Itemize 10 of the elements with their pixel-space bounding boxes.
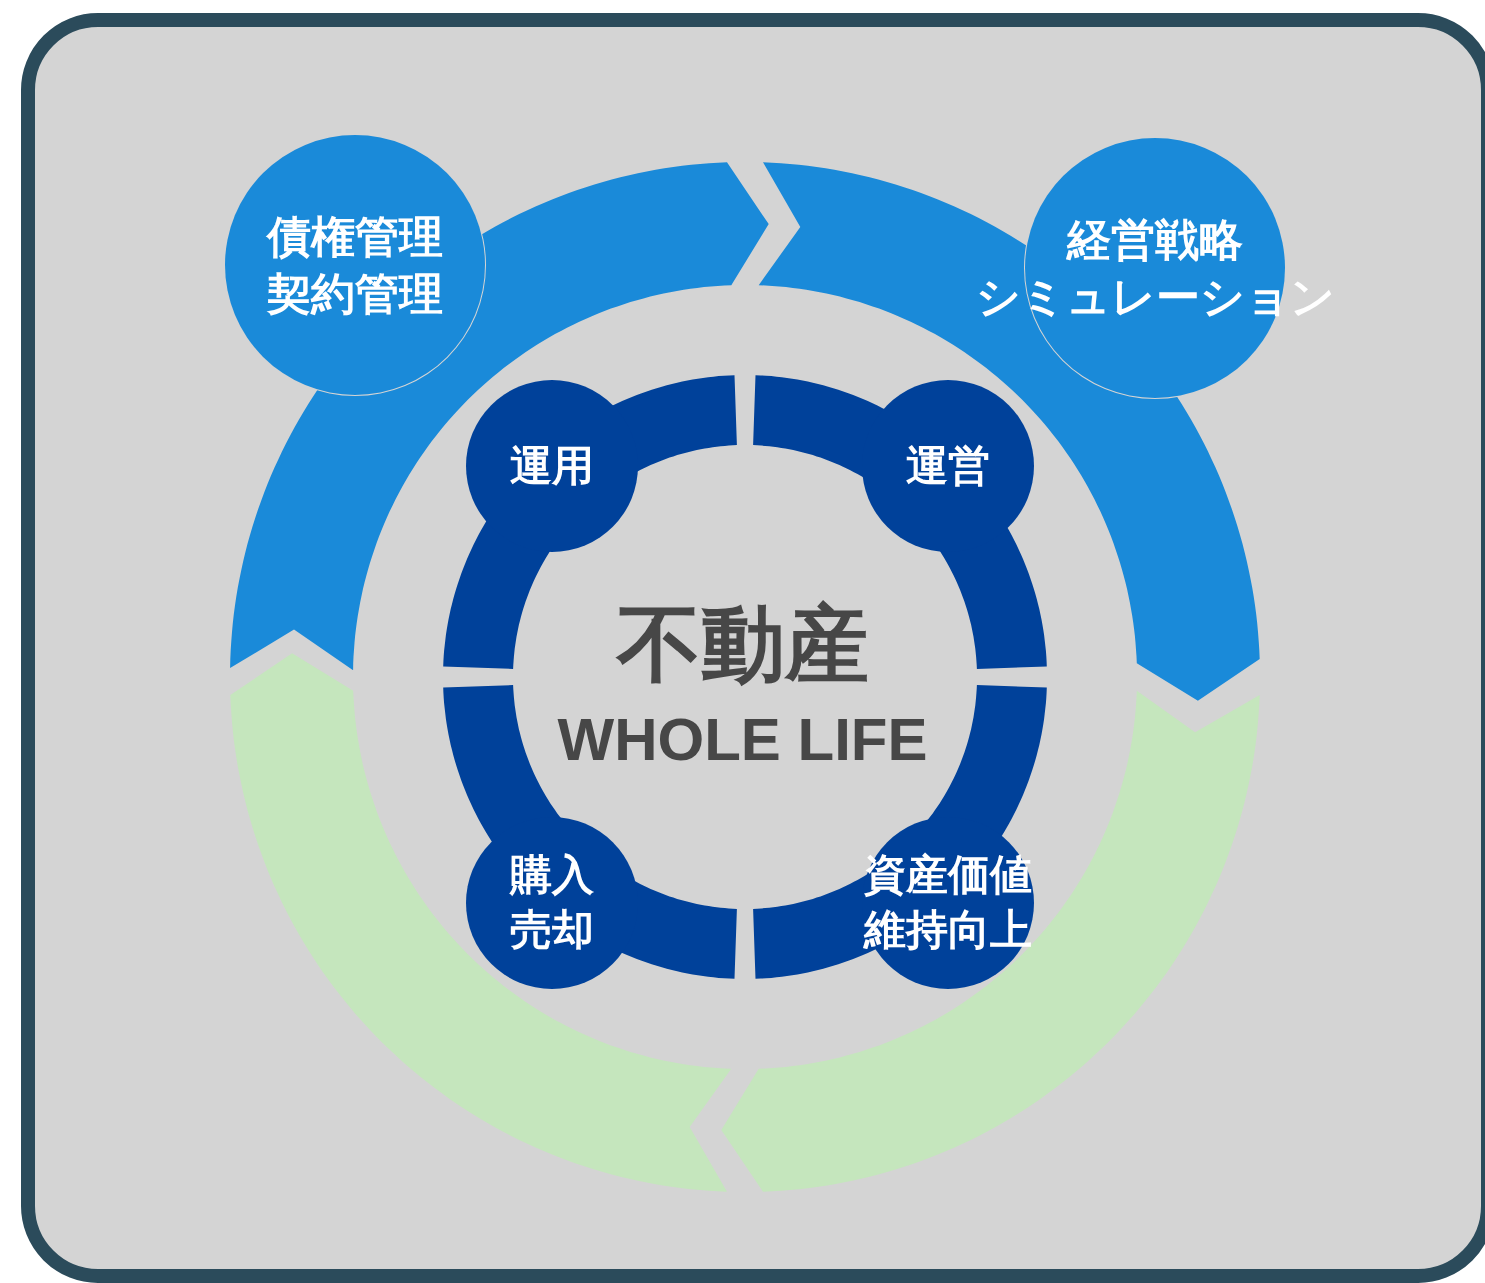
- topic-label: 経営戦略: [1067, 212, 1243, 267]
- topic-label: 売却: [510, 904, 594, 956]
- center-subtitle: WHOLE LIFE: [557, 705, 928, 774]
- topic-label: 購入: [510, 849, 594, 902]
- center-title: 不動産: [616, 596, 869, 693]
- topic-label: 債権管理: [267, 209, 443, 264]
- topic-label: 契約管理: [267, 267, 443, 321]
- topic-label: 運営: [906, 439, 990, 492]
- topic-label: 資産価値維持向上: [863, 849, 1033, 956]
- topic-label: 運用: [510, 439, 594, 492]
